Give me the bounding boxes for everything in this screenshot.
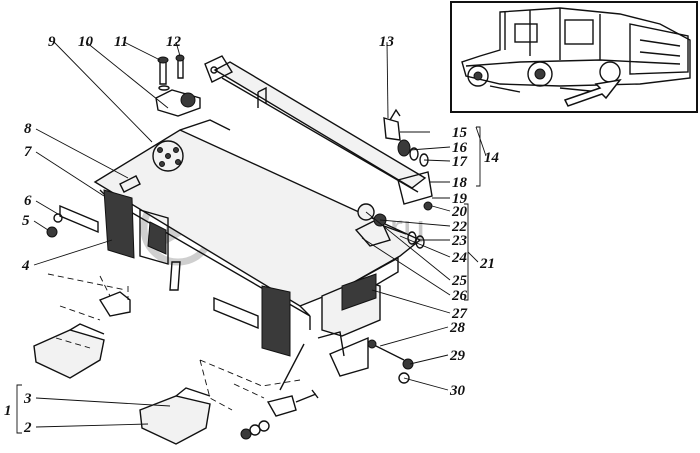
- callout-21: 21: [479, 256, 495, 272]
- callout-14: 14: [484, 150, 500, 166]
- callout-18: 18: [452, 175, 468, 191]
- callout-24: 24: [451, 250, 468, 266]
- leader-lines: [16, 41, 487, 434]
- callout-4: 4: [21, 258, 30, 274]
- callout-23: 23: [451, 233, 468, 249]
- callout-16: 16: [452, 140, 468, 156]
- side-plate-right: [261, 285, 291, 357]
- callout-20: 20: [451, 204, 468, 220]
- side-plate-left: [103, 189, 135, 259]
- left-bracket-strip: [59, 204, 99, 234]
- callout-25: 25: [451, 273, 468, 289]
- callout-9: 9: [48, 34, 56, 50]
- callout-10: 10: [78, 34, 94, 50]
- callout-15: 15: [452, 125, 468, 141]
- callout-5: 5: [22, 213, 30, 229]
- callout-12: 12: [166, 34, 182, 50]
- callout-2: 2: [23, 420, 32, 436]
- callout-1: 1: [4, 403, 12, 419]
- arrow-icon: [563, 78, 622, 107]
- upper-beam: [204, 55, 427, 193]
- mounting-pad-lower: [139, 395, 211, 445]
- mounting-pad-upper: [33, 329, 105, 379]
- mid-bracket: [98, 291, 131, 317]
- callout-labels: 9 10 11 12 13 8 7 6 5 4 15 16 17 18 14 1…: [4, 34, 500, 436]
- callout-8: 8: [24, 121, 32, 137]
- callout-26: 26: [451, 288, 468, 304]
- callout-3: 3: [23, 391, 32, 407]
- bolt-group-top: [155, 54, 201, 117]
- bolt-assembly-right: [367, 339, 414, 384]
- callout-22: 22: [451, 219, 468, 235]
- callout-11: 11: [114, 34, 128, 50]
- callout-27: 27: [451, 306, 468, 322]
- callout-30: 30: [449, 383, 466, 399]
- callout-29: 29: [449, 348, 466, 364]
- callout-6: 6: [24, 193, 32, 209]
- callout-19: 19: [452, 191, 468, 207]
- callout-28: 28: [449, 320, 466, 336]
- callout-13: 13: [379, 34, 395, 50]
- inset-combine-view: [450, 1, 698, 113]
- callout-7: 7: [24, 144, 32, 160]
- callout-17: 17: [452, 154, 468, 170]
